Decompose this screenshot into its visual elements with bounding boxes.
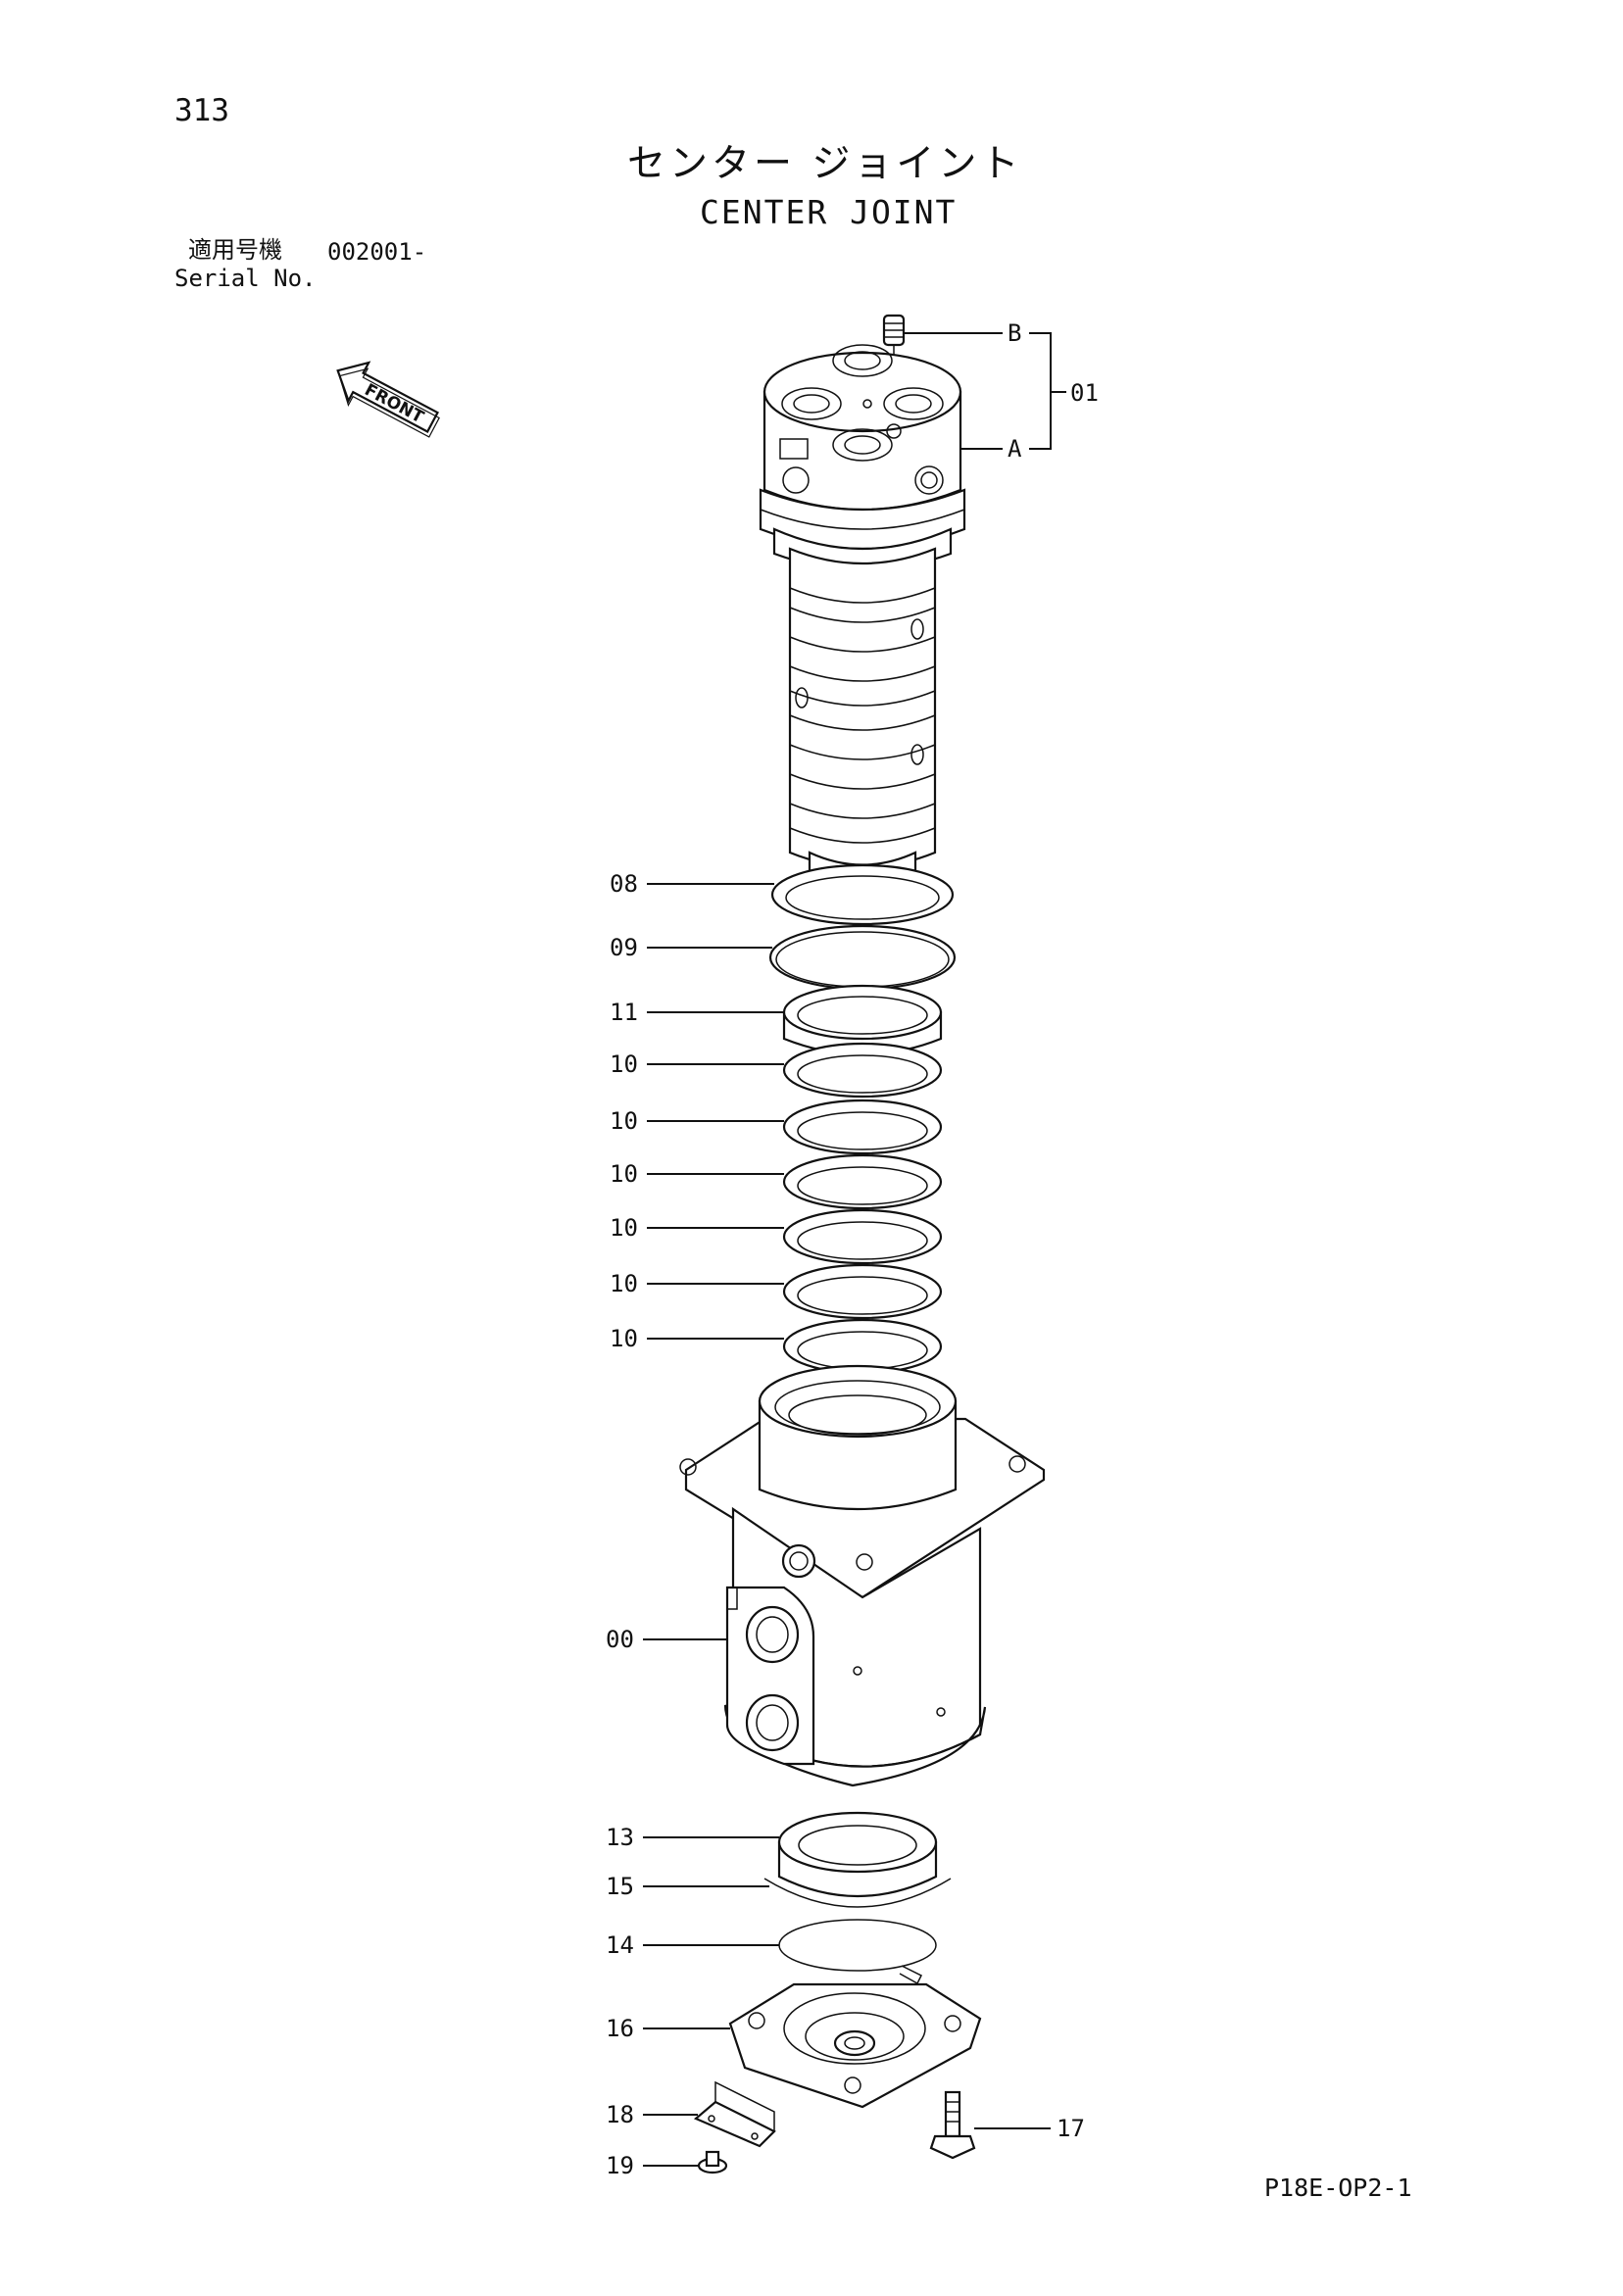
callout-19: 19 — [606, 2152, 634, 2179]
ring-10-5 — [782, 1263, 943, 1320]
callout-08: 08 — [610, 870, 638, 898]
callout-10: 10 — [610, 1325, 638, 1352]
bottom-parts — [693, 1811, 982, 2174]
o-ring-09 — [768, 924, 957, 991]
ring-10-2 — [782, 1099, 943, 1155]
callout-10: 10 — [610, 1107, 638, 1135]
ring-10-4 — [782, 1208, 943, 1265]
ring-13 — [777, 1811, 938, 1898]
ring-08 — [770, 863, 955, 926]
bolt-17 — [929, 2090, 976, 2160]
ring-10-3 — [782, 1153, 943, 1210]
callout-14: 14 — [606, 1931, 634, 1959]
callout-17: 17 — [1057, 2115, 1085, 2142]
joint-body — [679, 1364, 1046, 1787]
page-title: CENTER JOINT — [700, 193, 958, 231]
seal-rings — [768, 863, 957, 1375]
callout-10: 10 — [610, 1160, 638, 1188]
callout-11: 11 — [610, 999, 638, 1026]
spindle-assembly — [759, 314, 966, 884]
drawing-code: P18E-OP2-1 — [1264, 2174, 1412, 2202]
callout-09: 09 — [610, 934, 638, 961]
callout-01: 01 — [1070, 379, 1099, 407]
front-arrow-icon: FRONT — [336, 361, 440, 438]
callout-10: 10 — [610, 1214, 638, 1242]
ring-10-6 — [782, 1318, 943, 1375]
callout-00: 00 — [606, 1626, 634, 1653]
callout-10: 10 — [610, 1050, 638, 1078]
serial-label: Serial No. — [174, 265, 317, 292]
plate-18 — [693, 2080, 776, 2148]
callout-a: A — [1008, 435, 1022, 463]
callout-b: B — [1008, 319, 1021, 347]
callout-10: 10 — [610, 1270, 638, 1297]
callout-16: 16 — [606, 2015, 634, 2042]
ring-11 — [782, 984, 943, 1056]
ring-14 — [778, 1919, 937, 1985]
ring-15 — [763, 1878, 952, 1908]
serial-label-japanese: 適用号機 — [188, 236, 282, 264]
callout-13: 13 — [606, 1824, 634, 1851]
callout-labels: B A 01 08 09 11 10 10 10 10 10 10 00 13 … — [606, 319, 1099, 2179]
callout-18: 18 — [606, 2101, 634, 2128]
page-number: 313 — [174, 93, 229, 128]
callout-15: 15 — [606, 1873, 634, 1900]
ring-10-1 — [782, 1042, 943, 1099]
leader-lines — [643, 332, 1066, 2167]
serial-range: 002001- — [327, 238, 427, 266]
page-title-japanese: センター ジョイント — [627, 142, 1023, 186]
cover-16 — [728, 1982, 982, 2109]
bolt-19 — [697, 2150, 728, 2174]
